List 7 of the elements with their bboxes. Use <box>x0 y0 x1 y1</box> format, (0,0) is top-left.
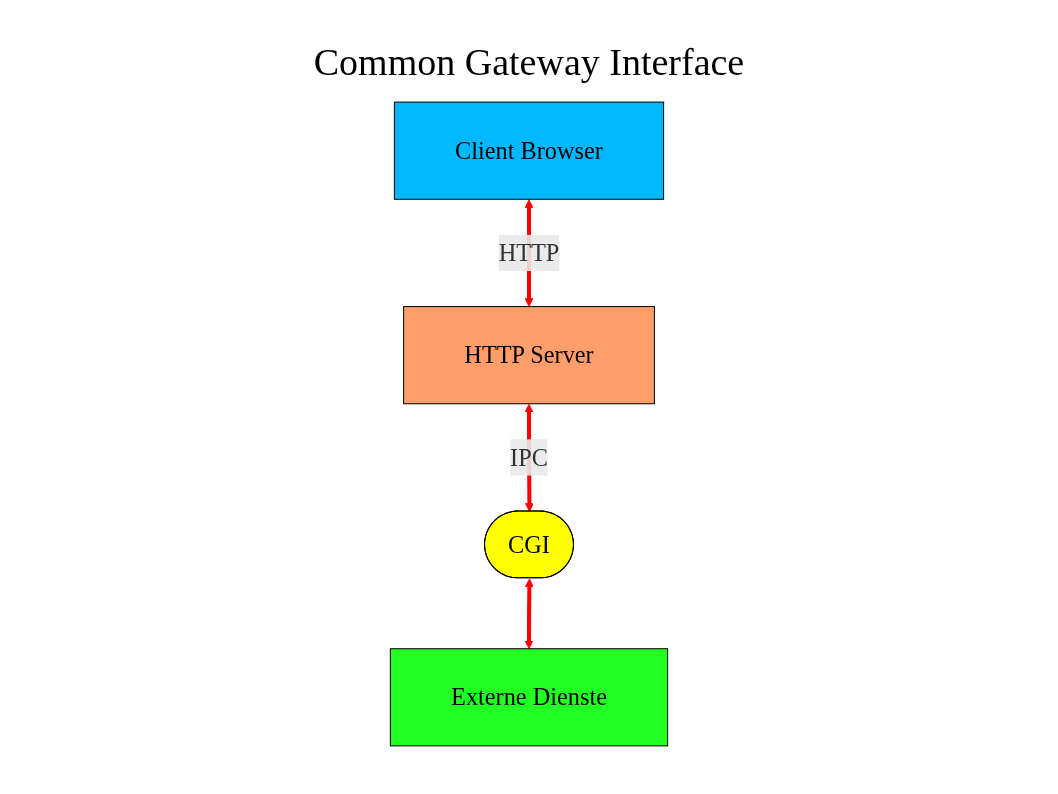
edge-label: IPC <box>510 444 548 471</box>
diagram-title: Common Gateway Interface <box>312 40 746 84</box>
node-box: HTTP Server <box>403 306 655 405</box>
edge-label: HTTP <box>498 239 560 267</box>
arrow <box>524 578 534 650</box>
node-box: Client Browser <box>393 101 665 200</box>
node-box: Externe Dienste <box>389 648 669 747</box>
